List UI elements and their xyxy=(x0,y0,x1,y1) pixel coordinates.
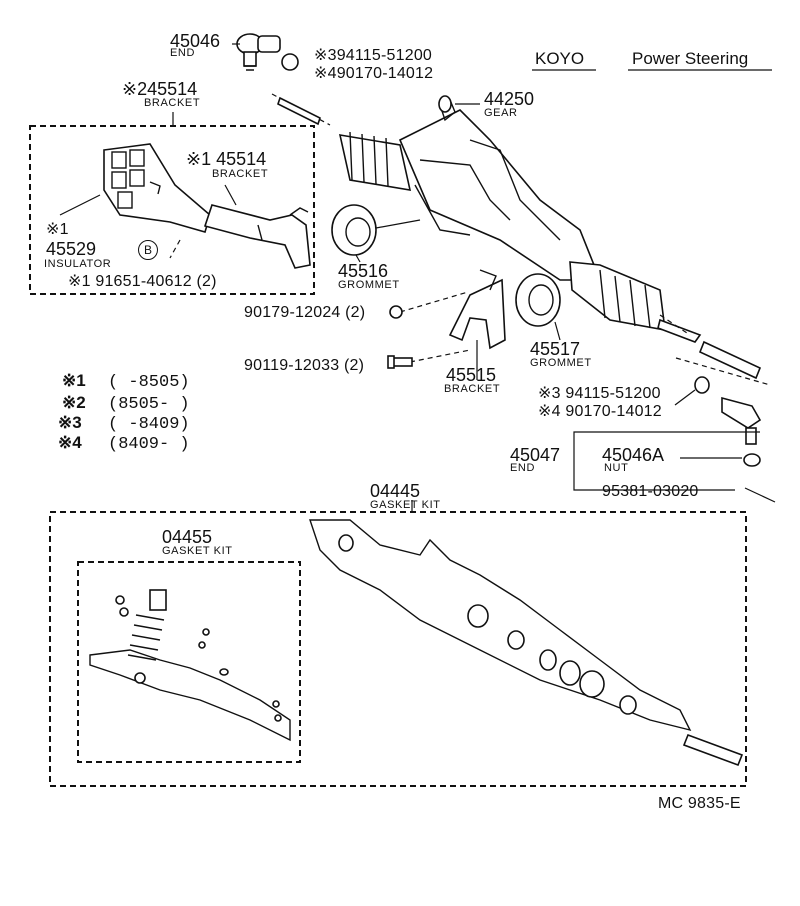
part-name-grommet-45517: GROMMET xyxy=(530,357,592,369)
diagram-code: MC 9835-E xyxy=(658,795,741,812)
part-number-nut-45046A: 45046A xyxy=(602,445,665,465)
cotter-pin-drawing xyxy=(744,487,776,503)
part-number-nut-90179: 90179-12024 (2) xyxy=(244,304,366,321)
part-number-end-45047: 45047 xyxy=(510,445,561,465)
bolt-badge-b: B xyxy=(138,240,158,260)
tie-rod-end-top-drawing xyxy=(236,33,299,71)
part-number-bolt-b: ※1 91651-40612 (2) xyxy=(68,273,217,290)
legend-range-3: ( -8409) xyxy=(108,415,190,434)
part-name-insulator: INSULATOR xyxy=(44,258,112,270)
gasket-kit-04445-box xyxy=(49,511,747,787)
part-number-pin: 95381-03020 xyxy=(602,483,699,500)
bolt-90119-drawing xyxy=(387,355,413,369)
nut-45046A-drawing xyxy=(743,453,761,467)
steering-gear-drawing xyxy=(271,93,702,343)
part-name-bracket-1: BRACKET xyxy=(212,168,269,180)
legend-range-1: ( -8505) xyxy=(108,373,190,392)
part-name-end-top: END xyxy=(170,47,196,59)
part-name-gasket-kit-04455: GASKET KIT xyxy=(162,545,233,557)
tie-rod-drawing xyxy=(698,340,762,380)
part-number-bracket-45515: 45515 xyxy=(446,365,497,385)
part-name-bracket-2: BRACKET xyxy=(144,97,201,109)
gasket-kit-04455-drawing xyxy=(89,589,291,742)
legend-range-2: (8505- ) xyxy=(108,395,190,414)
bracket-45515-drawing xyxy=(448,269,506,350)
bracket-group-box xyxy=(29,125,315,295)
part-number-insulator: 45529 xyxy=(46,239,97,259)
part-name-gasket-kit-04445: GASKET KIT xyxy=(370,499,441,511)
gasket-kit-04445-drawing xyxy=(309,519,744,767)
part-number-nut-mid-3: ※3 94115-51200 xyxy=(538,385,661,402)
part-name-grommet-45516: GROMMET xyxy=(338,279,400,291)
bracket-drawing xyxy=(203,204,311,269)
part-number-grommet-45516: 45516 xyxy=(338,261,389,281)
part-number-grommet-45517: 45517 xyxy=(530,339,581,359)
tie-rod-end-right-drawing xyxy=(694,376,762,445)
part-number-gasket-kit-04445: 04445 xyxy=(370,481,421,501)
part-name-end-45047: END xyxy=(510,462,536,474)
part-number-bolt-90119: 90119-12033 (2) xyxy=(244,357,365,374)
brand-label: KOYO xyxy=(535,49,585,68)
part-number-bracket-2: ※245514 xyxy=(122,79,198,99)
insulator-drawing xyxy=(103,143,211,233)
grommet-45517-drawing xyxy=(515,273,561,327)
grommet-45516-drawing xyxy=(331,204,377,256)
part-number-bracket-1: ※1 45514 xyxy=(186,149,267,169)
part-name-bracket-45515: BRACKET xyxy=(444,383,501,395)
part-name-nut-45046A: NUT xyxy=(604,462,629,474)
part-number-gasket-kit-04455: 04455 xyxy=(162,527,213,547)
part-number-gear: 44250 xyxy=(484,89,535,109)
category-label: Power Steering xyxy=(632,49,749,68)
legend-mark-1: ※1 xyxy=(62,371,86,390)
gasket-kit-04455-box xyxy=(77,561,301,763)
part-number-nut-top-4: ※490170-14012 xyxy=(314,65,434,82)
legend-mark-4: ※4 xyxy=(58,433,82,452)
legend-range-4: (8409- ) xyxy=(108,435,190,454)
nut-90179-drawing xyxy=(389,305,403,319)
part-number-45046: 45046 xyxy=(170,31,221,51)
part-number-nut-mid-4: ※4 90170-14012 xyxy=(538,403,662,420)
legend-mark-2: ※2 xyxy=(62,393,86,412)
legend-mark-3: ※3 xyxy=(58,413,82,432)
part-number-nut-top-3: ※394115-51200 xyxy=(314,47,433,64)
insulator-mark: ※1 xyxy=(46,221,69,238)
part-name-gear: GEAR xyxy=(484,107,518,119)
